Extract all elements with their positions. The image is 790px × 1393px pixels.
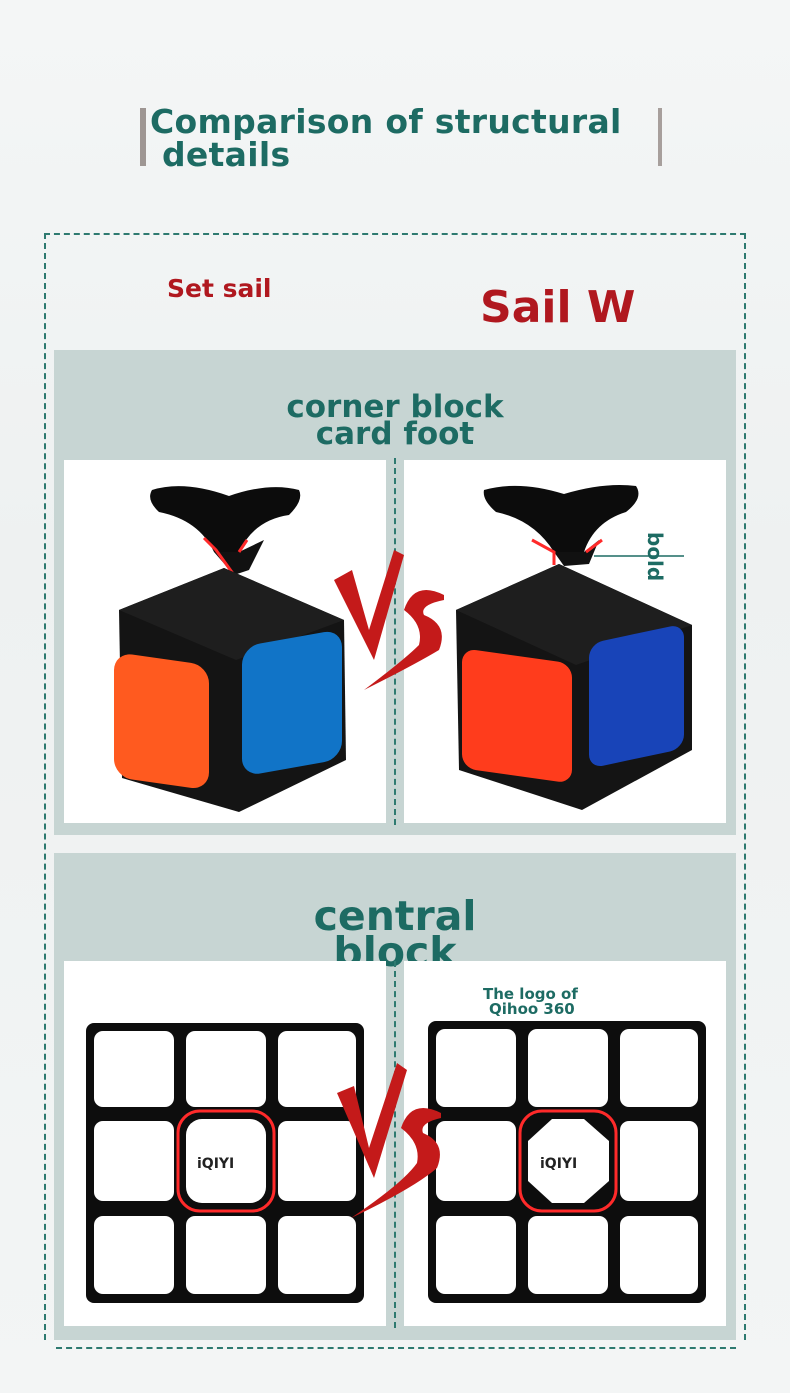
brand-right-label: Sail W: [480, 282, 636, 333]
corner-block-title-line-2: card foot: [315, 416, 475, 452]
vs-brush-icon: [337, 1063, 441, 1218]
corner-block-panel: corner block card foot: [54, 350, 736, 835]
bold-annotation: bold: [643, 532, 667, 581]
comparison-frame: [44, 233, 746, 1340]
center-logo-left: iQIYI: [197, 1156, 235, 1172]
panel-divider: [394, 458, 396, 825]
cube-corner-piece-icon: [114, 486, 346, 812]
corner-block-title: corner block card foot: [54, 389, 736, 452]
center-logo-right: iQIYI: [540, 1156, 578, 1172]
page-title-line-2: details: [162, 135, 291, 174]
corner-block-title-line-1: corner block: [286, 389, 504, 425]
bottom-divider: [56, 1347, 736, 1349]
title-brush-decoration: [140, 108, 662, 166]
center-block-right-card: [404, 961, 726, 1326]
cube-corner-piece-icon: [456, 485, 692, 810]
panel-divider: [394, 961, 396, 1328]
vs-brush-icon: [334, 550, 444, 690]
qihoo-logo-annotation: The logo of Qihoo 360: [483, 987, 578, 1017]
corner-piece-left-card: [64, 460, 386, 823]
center-block-left-card: [64, 961, 386, 1326]
corner-piece-right-card: [404, 460, 726, 823]
page-title-line-1: Comparison of structural: [150, 102, 622, 141]
brand-left-label: Set sail: [167, 274, 272, 303]
bold-annotation-text: bold: [643, 532, 667, 581]
cube-face-grid-icon: [86, 1023, 364, 1303]
qihoo-logo-annotation-line-2: Qihoo 360: [489, 1000, 575, 1018]
cube-face-grid-icon: [428, 1021, 706, 1303]
central-block-panel: central block: [54, 853, 736, 1340]
qihoo-logo-annotation-line-1: The logo of: [483, 985, 578, 1003]
page-title: Comparison of structural details: [150, 105, 650, 171]
central-block-title: central block: [54, 892, 736, 973]
central-block-title-line-1: central: [313, 892, 477, 940]
